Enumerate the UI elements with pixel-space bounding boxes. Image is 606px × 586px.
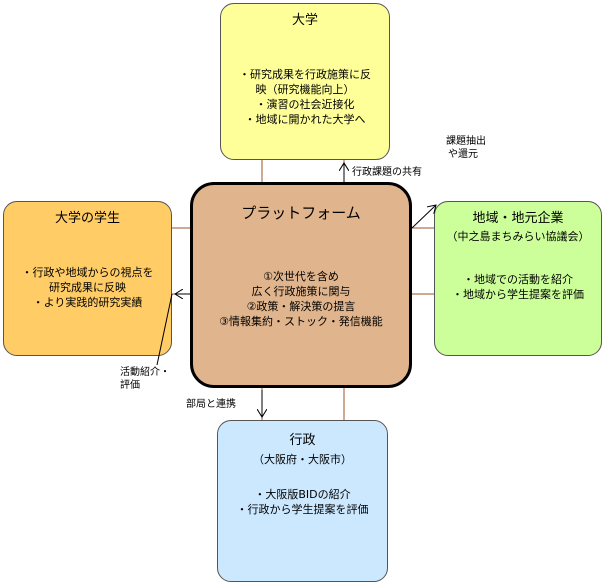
- platform-line: 広く行政施策に関与: [251, 285, 351, 298]
- platform-line: ②政策・解決策の提言: [246, 300, 356, 313]
- students-line: ・より実践的研究実績: [32, 296, 143, 309]
- label-intro-eval: 活動紹介・ 評価: [120, 366, 170, 392]
- label-share-issues: 行政課題の共有: [352, 167, 422, 178]
- label-dept-coop: 部局と連携: [186, 399, 236, 410]
- government-box: 行政 （大阪府・大阪市） ・大阪版BIDの紹介 ・行政から学生提案を評価: [217, 420, 388, 582]
- university-line: ・研究成果を行政施策に反: [239, 68, 371, 81]
- university-line: ・地域に開かれた大学へ: [244, 113, 366, 126]
- government-title: 行政: [289, 433, 316, 448]
- arrow-up-right-community: [411, 205, 436, 229]
- label-intro-eval-line: 評価: [120, 380, 140, 391]
- label-intro-eval-line: 活動紹介・: [120, 367, 170, 378]
- platform-title: プラットフォーム: [241, 204, 361, 222]
- students-line: 研究成果に反映: [49, 281, 126, 294]
- government-line: ・大阪版BIDの紹介: [254, 488, 351, 501]
- students-box: 大学の学生 ・行政や地域からの視点を 研究成果に反映 ・より実践的研究実績: [3, 201, 172, 356]
- label-extract-return: 課題抽出 や還元: [446, 135, 486, 161]
- university-box: 大学 ・研究成果を行政施策に反 映（研究機能向上） ・演習の社会近接化 ・地域に…: [220, 3, 390, 160]
- university-title: 大学: [291, 13, 318, 28]
- platform-line: ③情報集約・ストック・発信機能: [219, 315, 383, 328]
- community-line: ・地域から学生提案を評価: [452, 288, 584, 301]
- label-extract-return-line: 課題抽出: [446, 136, 486, 147]
- label-extract-return-line: や還元: [448, 149, 478, 160]
- community-line: ・地域での活動を紹介: [463, 273, 573, 286]
- platform-line: ①次世代を含め: [263, 270, 339, 283]
- community-title: 地域・地元企業: [472, 211, 564, 226]
- government-line: ・行政から学生提案を評価: [236, 503, 369, 516]
- government-subtitle: （大阪府・大阪市）: [253, 453, 352, 466]
- community-subtitle: （中之島まちみらい協議会）: [446, 230, 590, 243]
- platform-box: プラットフォーム ①次世代を含め 広く行政施策に関与 ②政策・解決策の提言 ③情…: [190, 182, 412, 388]
- students-line: ・行政や地域からの視点を: [21, 266, 154, 279]
- community-box: 地域・地元企業 （中之島まちみらい協議会） ・地域での活動を紹介 ・地域から学生…: [434, 201, 602, 356]
- students-title: 大学の学生: [54, 211, 120, 226]
- university-line: 映（研究機能向上）: [255, 83, 355, 96]
- university-line: ・演習の社会近接化: [255, 98, 355, 111]
